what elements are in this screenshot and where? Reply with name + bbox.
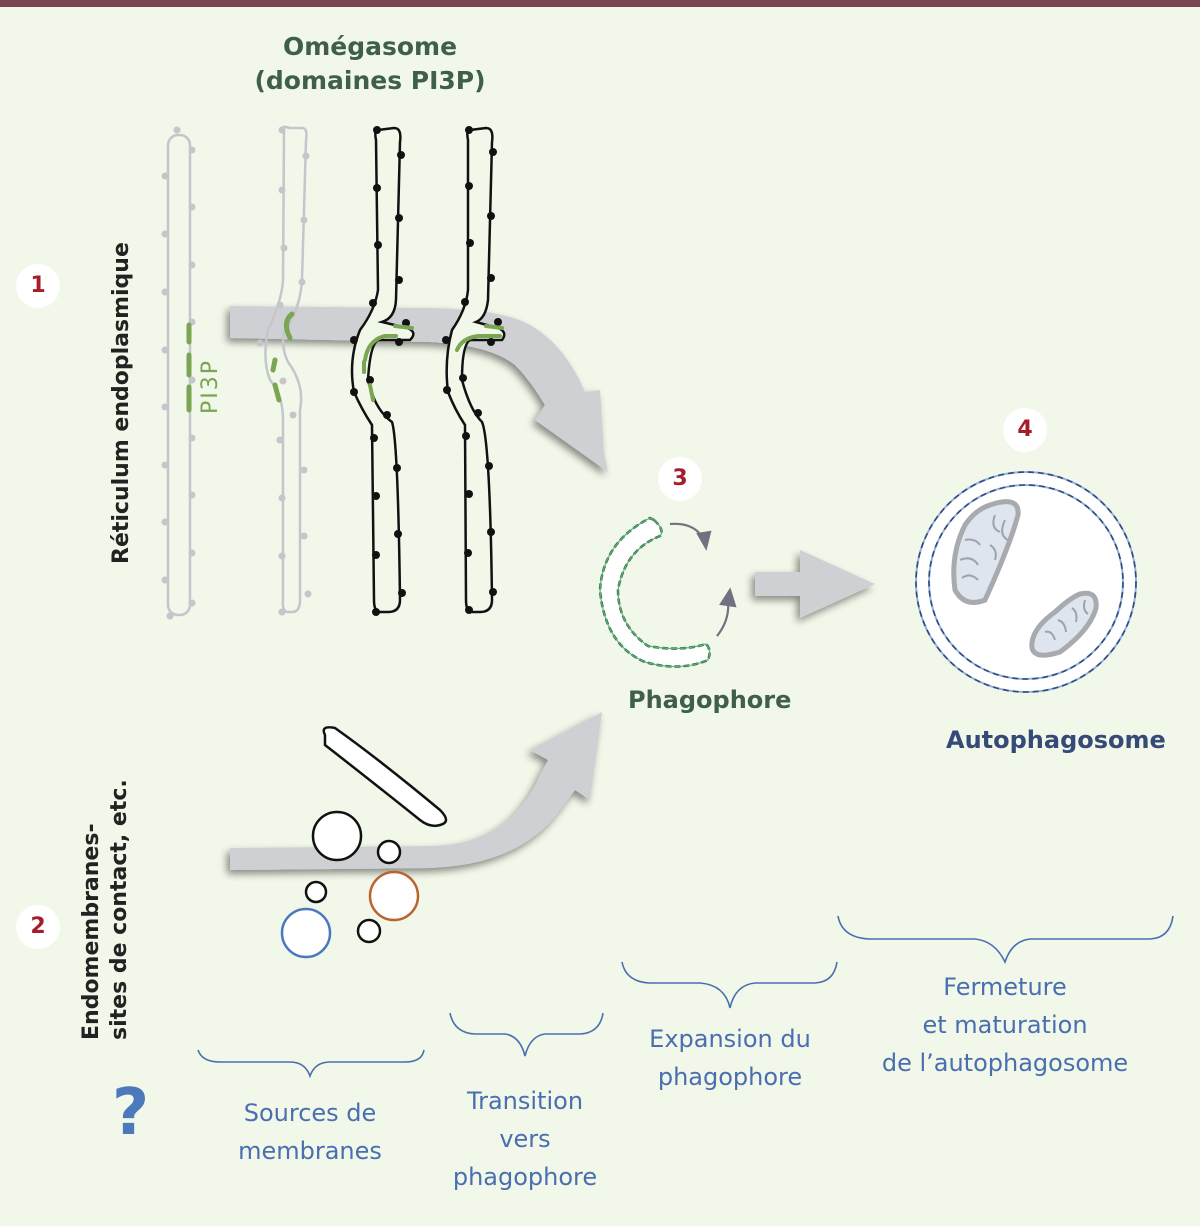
vesicle [304, 880, 328, 904]
endomembranes-label: Endomembranes- sites de contact, etc. [78, 779, 134, 1040]
phagophore-shape [598, 516, 711, 668]
omegasome-2 [442, 126, 506, 614]
step-text-line: phagophore [657, 1063, 803, 1091]
step-closure-label: Fermeture et maturation de l’autophagoso… [850, 968, 1160, 1082]
vesicle [311, 810, 363, 862]
vesicle-orange [368, 870, 420, 922]
step-badge-3: 3 [658, 457, 702, 501]
step-sources-label: Sources de membranes [210, 1094, 410, 1170]
vesicle-blue [280, 907, 332, 959]
brace-transition [449, 1012, 604, 1057]
autophagosome-shape [915, 471, 1137, 693]
question-mark-icon: ? [112, 1076, 150, 1150]
brace-sources [197, 1049, 425, 1079]
er-tubule-1 [161, 126, 196, 620]
header-bar [0, 0, 1200, 7]
step-transition-label: Transition vers phagophore [425, 1082, 625, 1196]
er-label: Réticulum endoplasmique [109, 242, 134, 564]
omegasome-1 [350, 126, 415, 616]
step-badge-2: 2 [16, 905, 60, 949]
step-text-line: vers [499, 1125, 551, 1153]
step-text-line: membranes [238, 1137, 382, 1165]
expansion-arrow-bottom-icon [716, 587, 737, 637]
endomembrane-vesicles [280, 726, 448, 959]
step-text-line: de l’autophagosome [881, 1049, 1129, 1077]
step-text-line: phagophore [452, 1163, 598, 1191]
omegasome-title: Omégasome (domaines PI3P) [220, 30, 520, 98]
step-text-line: et maturation [922, 1011, 1088, 1039]
step-text-line: Fermeture [943, 973, 1067, 1001]
step-text-line: Sources de [243, 1099, 377, 1127]
phagophore-label: Phagophore [628, 686, 792, 714]
step-text-line: Transition [466, 1087, 584, 1115]
step-expansion-label: Expansion du phagophore [620, 1020, 840, 1096]
step-badge-1: 1 [16, 264, 60, 308]
step-badge-4: 4 [1003, 408, 1047, 452]
autophagosome-label: Autophagosome [946, 726, 1166, 754]
er-to-phagophore-arrow [230, 306, 608, 472]
mitochondrion-1 [951, 499, 1021, 605]
pi3p-label: PI3P [198, 358, 223, 414]
endomembranes-label-line2: sites de contact, etc. [107, 779, 132, 1040]
expansion-arrow-top-icon [669, 522, 712, 551]
brace-closure [837, 915, 1174, 965]
brace-group [197, 915, 1174, 1079]
mitochondrion-2 [1029, 590, 1099, 658]
omegasome-title-line2: (domaines PI3P) [254, 66, 486, 95]
er-tubule-2 [256, 125, 312, 616]
elongated-organelle [322, 726, 448, 828]
phagophore-to-autophagosome-arrow [755, 550, 875, 618]
vesicle [376, 839, 402, 865]
step-text-line: Expansion du [649, 1025, 811, 1053]
endomembranes-label-line1: Endomembranes- [79, 823, 104, 1040]
brace-expansion [621, 961, 838, 1009]
omegasome-title-line1: Omégasome [282, 32, 458, 61]
endomembrane-to-phagophore-arrow [230, 712, 602, 870]
vesicle [356, 918, 382, 944]
